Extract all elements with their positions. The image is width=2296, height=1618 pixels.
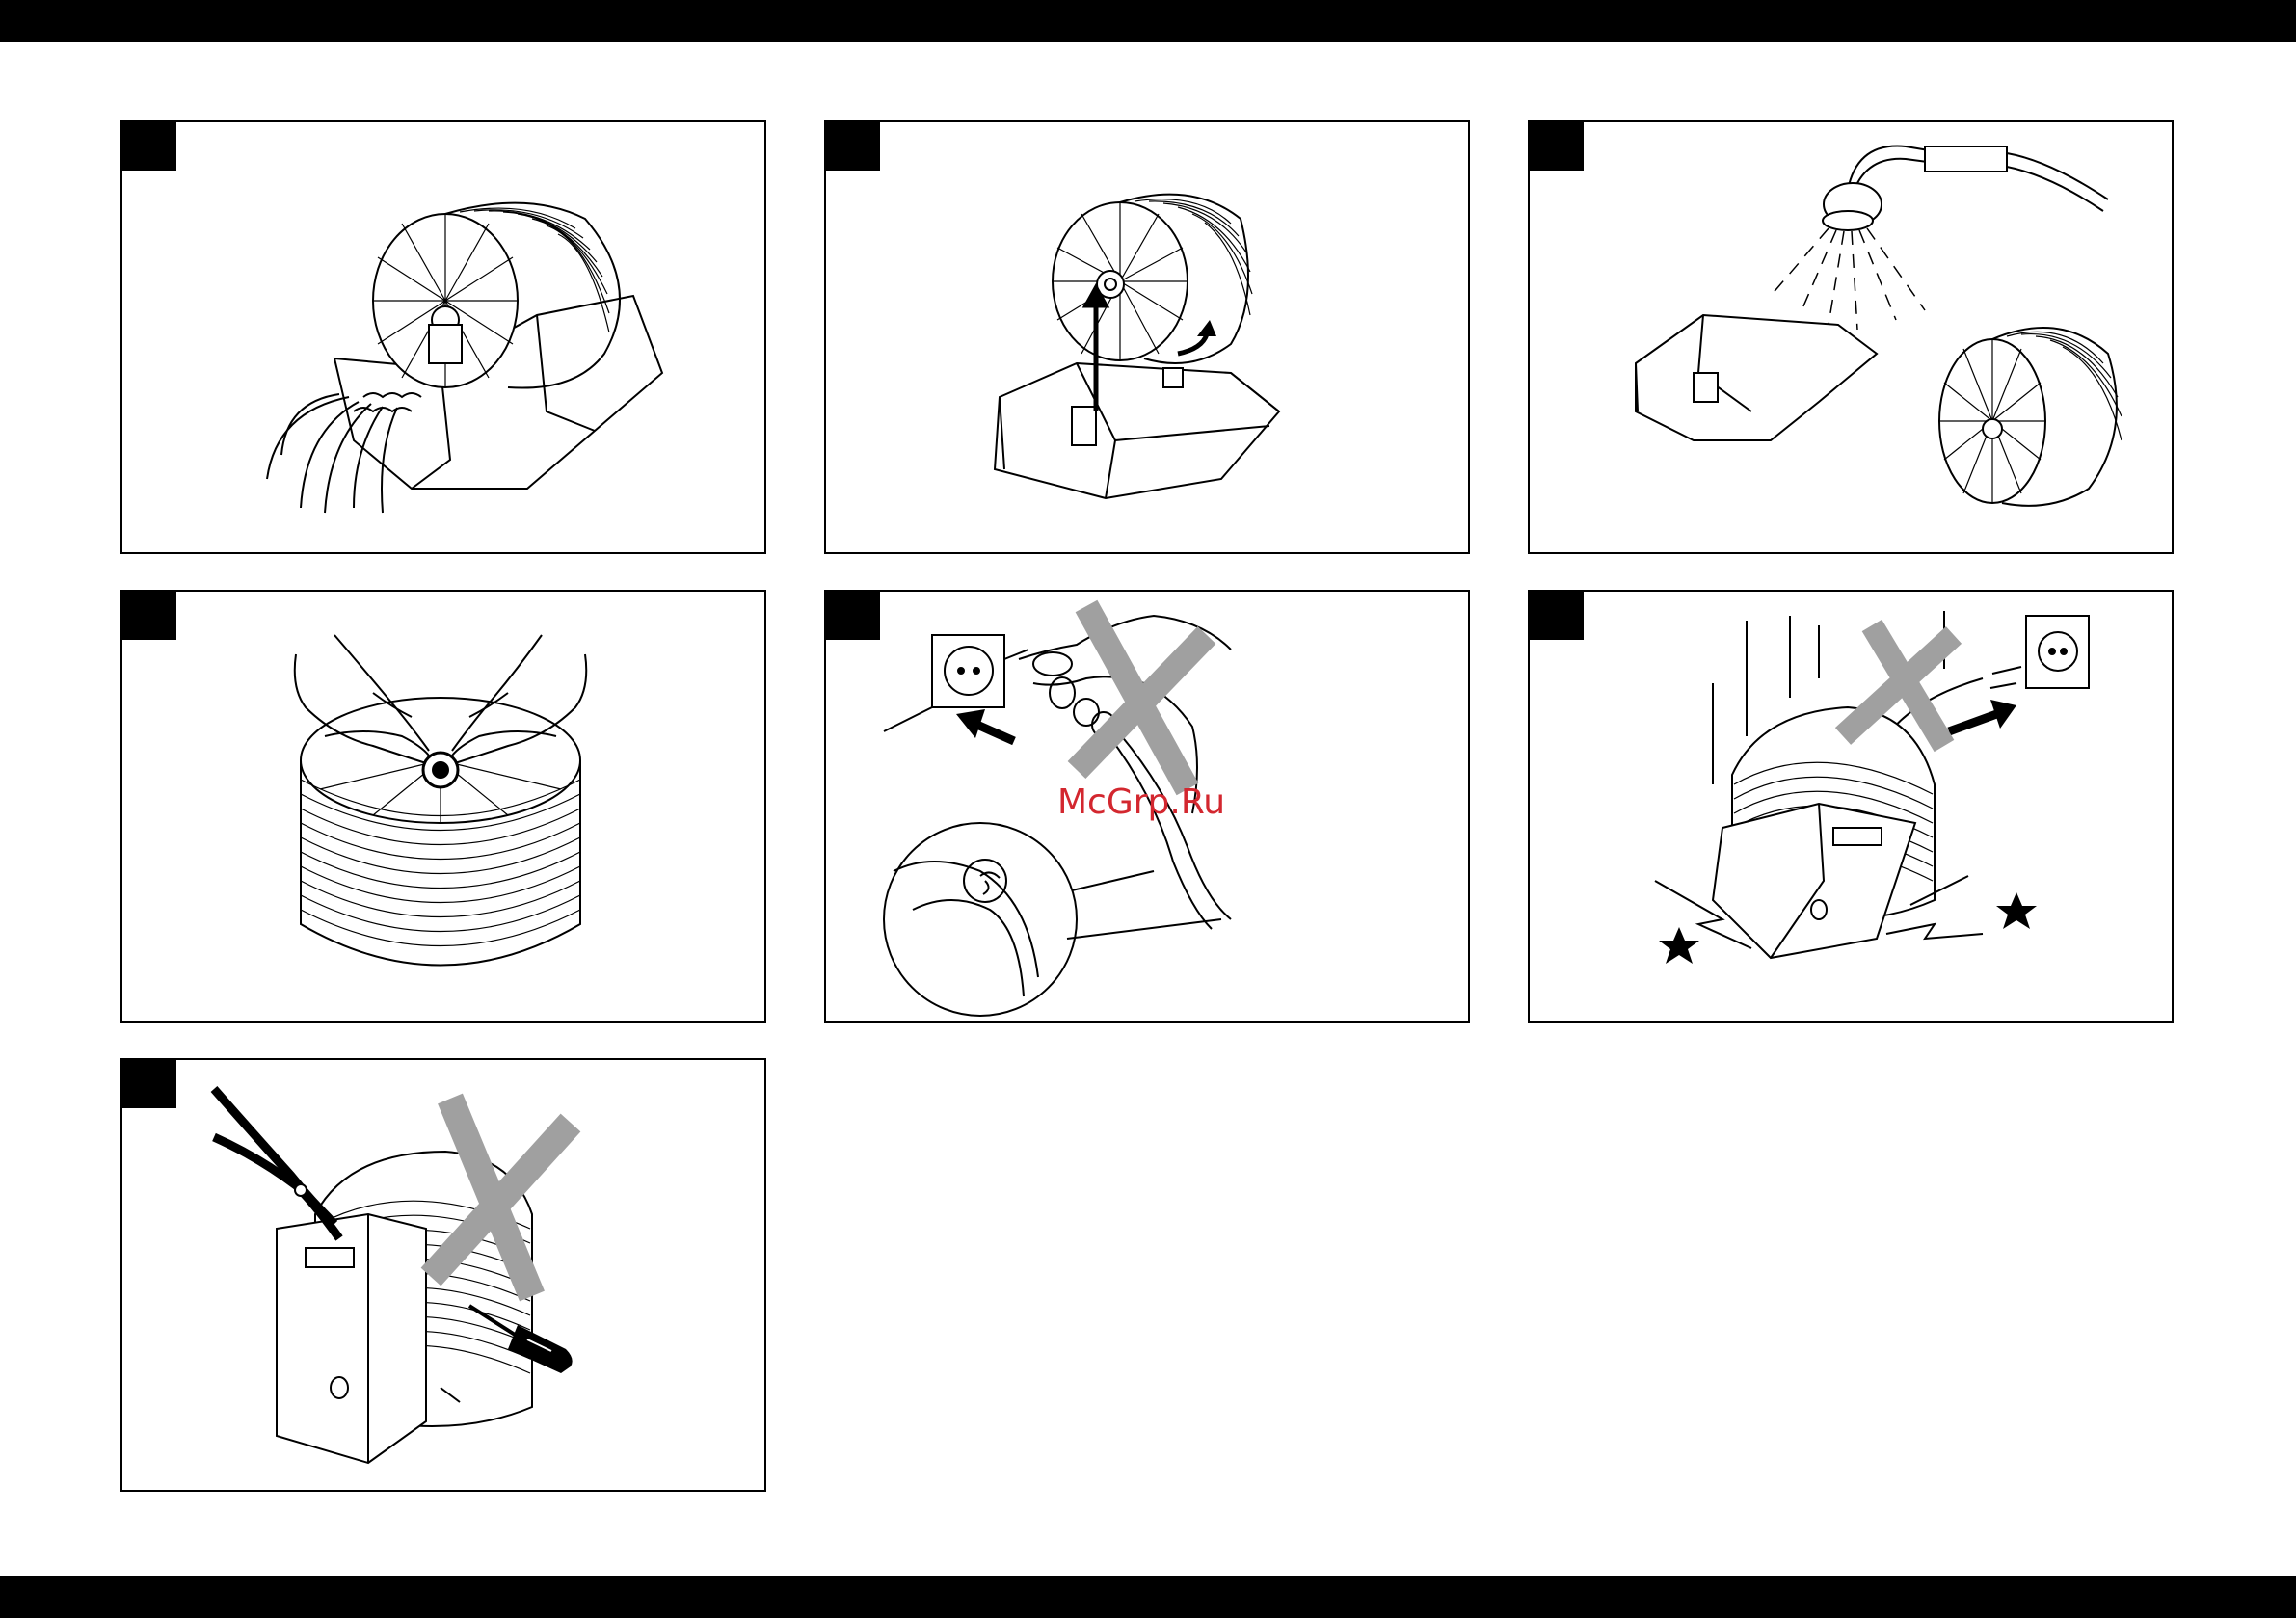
illustration-rinse: [1530, 122, 2172, 552]
panel-2: [824, 120, 1470, 554]
illustration-remove-nut: [122, 592, 764, 1021]
direction-arrow-icon: [1949, 700, 2016, 731]
panel-1: [120, 120, 766, 554]
panel-4: [120, 590, 766, 1023]
impact-star-icon: [1659, 927, 1699, 964]
bottom-black-bar: [0, 1576, 2296, 1618]
illustration-do-not-drop: [1530, 592, 2172, 1021]
watermark: McGrp.Ru: [1057, 782, 1225, 822]
illustration-do-not-open-with-tools: [122, 1060, 764, 1490]
top-black-bar: [0, 0, 2296, 42]
direction-arrow-icon: [956, 709, 1014, 741]
panel-6: [1528, 590, 2174, 1023]
panel-5: McGrp.Ru: [824, 590, 1470, 1023]
panel-3: [1528, 120, 2174, 554]
illustration-pour-water: [122, 122, 764, 552]
pliers-icon: [214, 1089, 339, 1238]
impact-star-icon: [1996, 892, 2037, 929]
panel-7: [120, 1058, 766, 1492]
illustration-lift-discs: [826, 122, 1468, 552]
